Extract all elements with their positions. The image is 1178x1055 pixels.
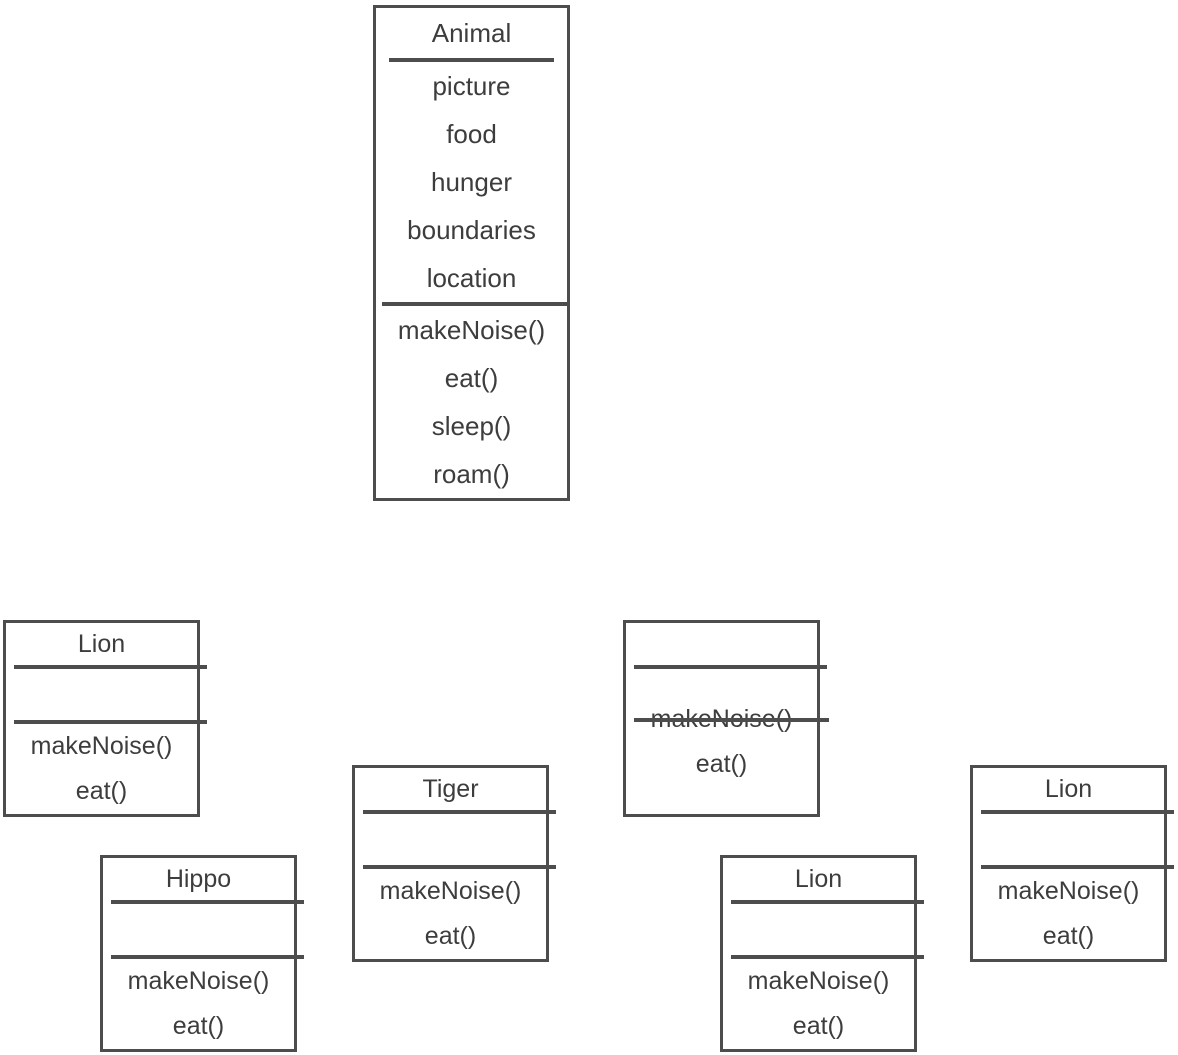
methods-divider bbox=[981, 865, 1174, 869]
empty-attributes-section bbox=[103, 904, 294, 955]
empty-attributes-section bbox=[723, 904, 914, 955]
attribute-item: hunger bbox=[431, 167, 512, 197]
class-title: Lion bbox=[77, 630, 126, 658]
method-item: eat() bbox=[424, 922, 477, 950]
class-title: Lion bbox=[1044, 775, 1093, 803]
title-divider bbox=[731, 900, 924, 904]
title-divider bbox=[389, 58, 554, 62]
method-item: eat() bbox=[444, 363, 499, 393]
title-divider bbox=[981, 810, 1174, 814]
empty-attributes-section bbox=[355, 814, 546, 865]
methods-divider bbox=[111, 955, 304, 959]
strikethrough-line bbox=[634, 718, 829, 722]
method-item: makeNoise() bbox=[379, 877, 522, 905]
methods-divider bbox=[363, 865, 556, 869]
attribute-item: location bbox=[426, 263, 517, 293]
method-item: eat() bbox=[1042, 922, 1095, 950]
method-item: makeNoise() bbox=[997, 877, 1140, 905]
uml-class-animal[interactable]: Animal picture food hunger boundaries lo… bbox=[373, 5, 570, 501]
title-divider bbox=[111, 900, 304, 904]
empty-attributes-section bbox=[973, 814, 1164, 865]
method-item: makeNoise() bbox=[127, 967, 270, 995]
class-title: Lion bbox=[794, 865, 843, 893]
class-title: Animal bbox=[431, 18, 512, 48]
uml-class-lion-left[interactable]: Lion makeNoise() eat() bbox=[3, 620, 207, 817]
method-item: eat() bbox=[172, 1012, 225, 1040]
class-title: Tiger bbox=[422, 775, 479, 803]
method-item: makeNoise() bbox=[747, 967, 890, 995]
attribute-item: food bbox=[446, 119, 497, 149]
method-item: sleep() bbox=[431, 411, 512, 441]
title-divider bbox=[634, 665, 827, 669]
empty-attributes-section bbox=[6, 669, 197, 720]
uml-class-unnamed[interactable]: makeNoise() eat() bbox=[623, 620, 829, 817]
uml-class-lion-right[interactable]: Lion makeNoise() eat() bbox=[970, 765, 1174, 962]
uml-class-tiger[interactable]: Tiger makeNoise() eat() bbox=[352, 765, 556, 962]
class-title: Hippo bbox=[165, 865, 232, 893]
uml-class-hippo[interactable]: Hippo makeNoise() eat() bbox=[100, 855, 304, 1052]
attribute-item: picture bbox=[432, 71, 511, 101]
methods-divider bbox=[14, 720, 207, 724]
uml-class-lion-middle[interactable]: Lion makeNoise() eat() bbox=[720, 855, 924, 1052]
method-item: roam() bbox=[433, 459, 510, 489]
methods-divider bbox=[731, 955, 924, 959]
method-item: eat() bbox=[695, 750, 748, 778]
attribute-item: boundaries bbox=[407, 215, 536, 245]
title-divider bbox=[363, 810, 556, 814]
method-item: eat() bbox=[792, 1012, 845, 1040]
method-item: eat() bbox=[75, 777, 128, 805]
class-title bbox=[626, 623, 817, 665]
method-item: makeNoise() bbox=[397, 315, 546, 345]
method-item: makeNoise() bbox=[30, 732, 173, 760]
title-divider bbox=[14, 665, 207, 669]
spacer bbox=[626, 669, 817, 697]
methods-divider bbox=[382, 302, 569, 306]
